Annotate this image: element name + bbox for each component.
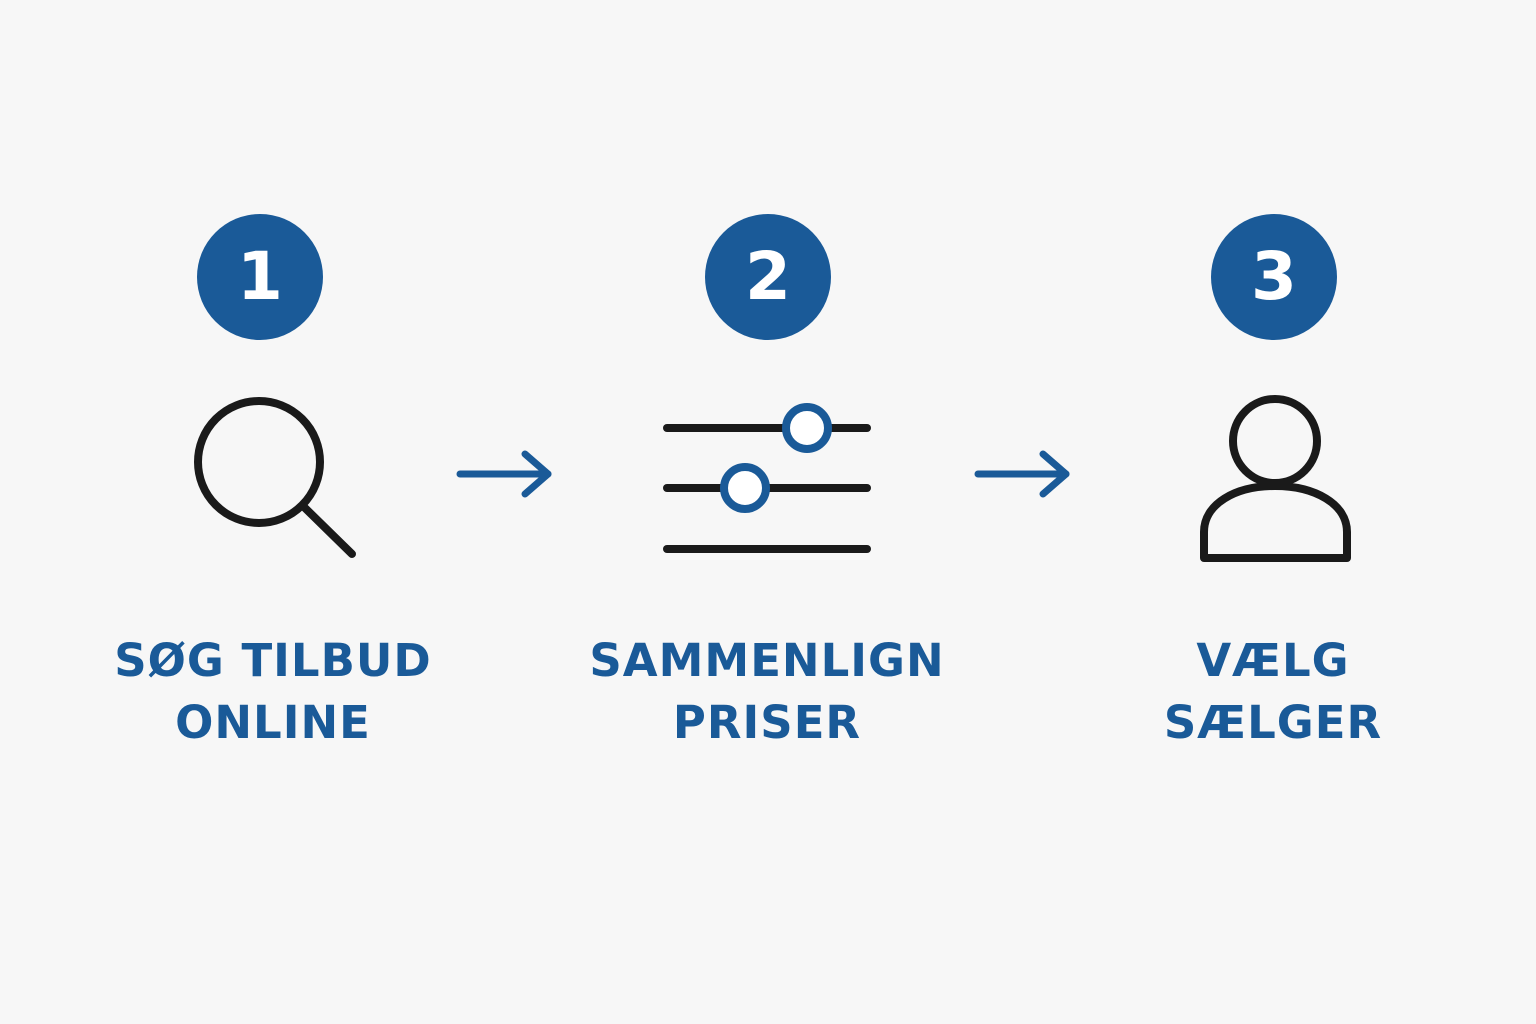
- step-2-label: SAMMENLIGN PRISER: [557, 630, 977, 754]
- step-1-label-line-2: ONLINE: [175, 696, 371, 749]
- search-icon: [190, 392, 365, 567]
- arrow-right-icon: [973, 450, 1073, 505]
- step-2-label-line-1: SAMMENLIGN: [589, 634, 945, 687]
- arrow-right-icon: [455, 450, 555, 505]
- step-3-label-line-2: SÆLGER: [1163, 696, 1383, 749]
- user-icon: [1195, 392, 1360, 572]
- step-3-number-badge: 3: [1211, 214, 1337, 340]
- sliders-icon: [660, 398, 880, 563]
- step-3-label: VÆLG SÆLGER: [1063, 630, 1483, 754]
- step-3-label-line-1: VÆLG: [1196, 634, 1350, 687]
- step-2-label-line-2: PRISER: [672, 696, 862, 749]
- step-2-number-badge: 2: [705, 214, 831, 340]
- step-1-number-badge: 1: [197, 214, 323, 340]
- step-1-label: SØG TILBUD ONLINE: [63, 630, 483, 754]
- step-1-label-line-1: SØG TILBUD: [114, 634, 432, 687]
